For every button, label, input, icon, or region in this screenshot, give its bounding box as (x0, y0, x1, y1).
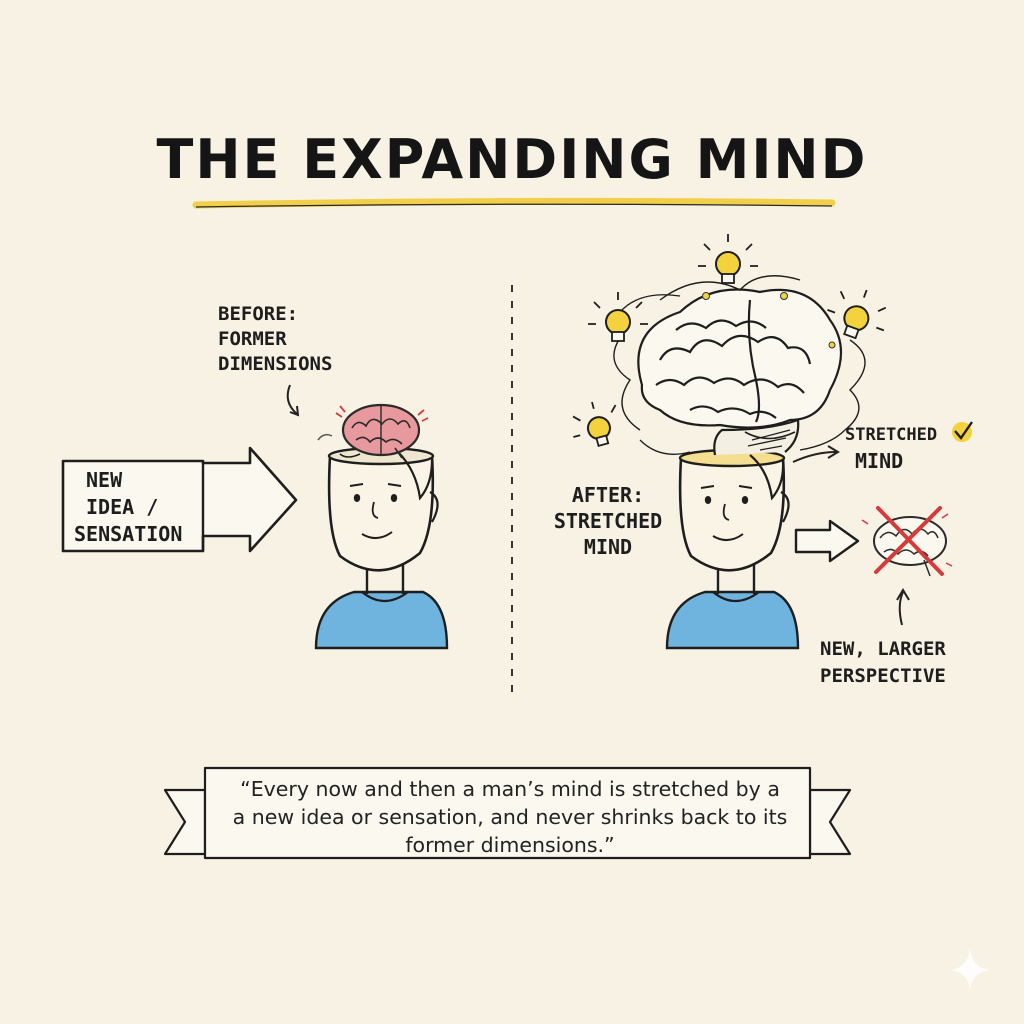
perspective-arrow (796, 521, 858, 561)
quote-text: “Every now and then a man’s mind is stre… (210, 775, 810, 859)
sparkle-icon (950, 948, 990, 990)
perspective-label: NEW, LARGER PERSPECTIVE (820, 636, 946, 690)
lightbulb-icon (698, 234, 758, 283)
new-idea-label: NEW IDEA / SENSATION (74, 467, 182, 548)
page-title: THE EXPANDING MIND (0, 128, 1024, 191)
lightbulb-icon (566, 396, 625, 451)
before-pointer-arrow (288, 385, 297, 414)
checkmark-icon (952, 422, 972, 442)
after-label: AFTER: STRETCHED MIND (548, 482, 668, 560)
right-person (667, 450, 798, 648)
before-label: BEFORE: FORMER DIMENSIONS (218, 302, 332, 377)
left-person (316, 448, 447, 648)
crossed-brain-icon (862, 508, 952, 576)
big-brain-icon (614, 276, 865, 455)
perspective-pointer-arrow (900, 592, 903, 625)
stretched-mind-label: STRETCHED MIND (845, 422, 937, 474)
